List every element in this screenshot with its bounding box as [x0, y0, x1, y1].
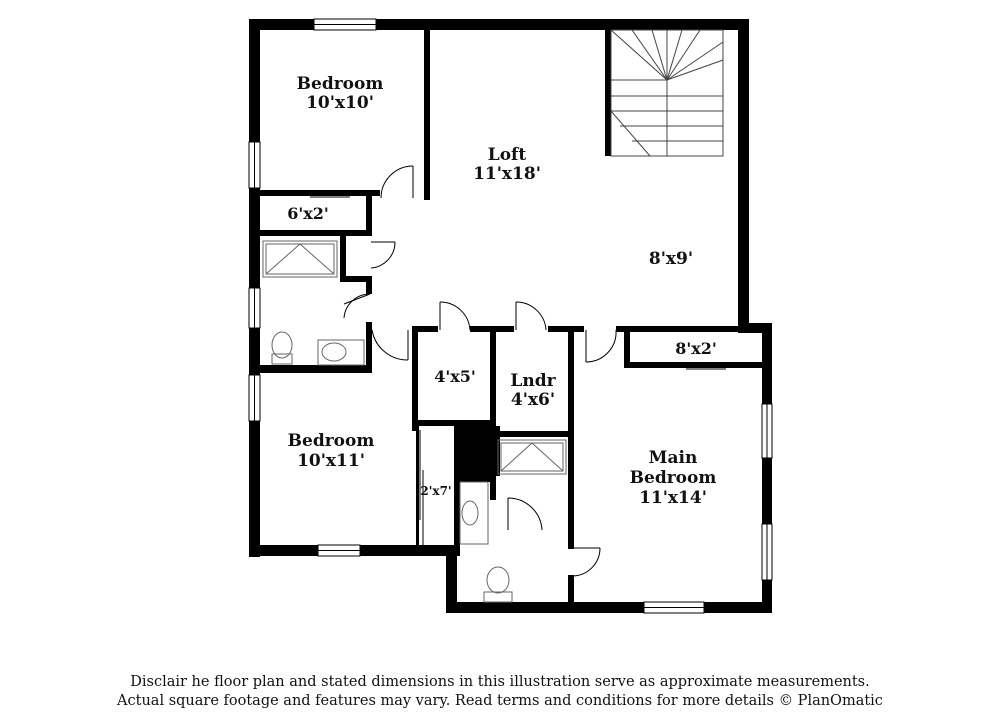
toilet-left [271, 331, 293, 365]
toilet-right [483, 566, 513, 603]
loft-name: Loft [488, 145, 527, 165]
bedroom-sw-name: Bedroom [288, 431, 375, 451]
bedroom-nw-size: 10'x10' [306, 93, 374, 113]
loft-size: 11'x18' [473, 164, 541, 184]
vanity-left [317, 339, 365, 366]
disclaimer-line-1: Disclair he floor plan and stated dimens… [130, 674, 870, 690]
staircase [610, 29, 724, 157]
bedroom-sw-size: 10'x11' [297, 451, 365, 471]
room-labels: Bedroom 10'x10' Loft 11'x18' 6'x2' 8'x9'… [287, 74, 717, 508]
sliding-doors [280, 193, 726, 545]
vanity-right [459, 481, 489, 545]
laundry-name: Lndr [510, 371, 556, 391]
swing-doors [343, 165, 617, 577]
disclaimer-line-2: Actual square footage and features may v… [117, 693, 883, 709]
shower-right [497, 439, 567, 475]
main-bedroom-size: 11'x14' [639, 488, 707, 508]
closet-4x5-size: 4'x5' [434, 367, 476, 386]
main-bedroom-line2: Bedroom [630, 468, 717, 488]
closet-8x2-size: 8'x2' [675, 339, 717, 358]
windows [248, 18, 773, 614]
area-8x9-size: 8'x9' [649, 249, 693, 269]
interior-walls [260, 30, 764, 605]
closet-2x7-size: 2'x7' [420, 484, 451, 498]
closet-6x2-size: 6'x2' [287, 204, 329, 223]
laundry-size: 4'x6' [511, 390, 555, 410]
shower-left [262, 240, 338, 278]
bedroom-nw-name: Bedroom [297, 74, 384, 94]
main-bedroom-line1: Main [649, 448, 698, 468]
fixtures [262, 240, 567, 603]
